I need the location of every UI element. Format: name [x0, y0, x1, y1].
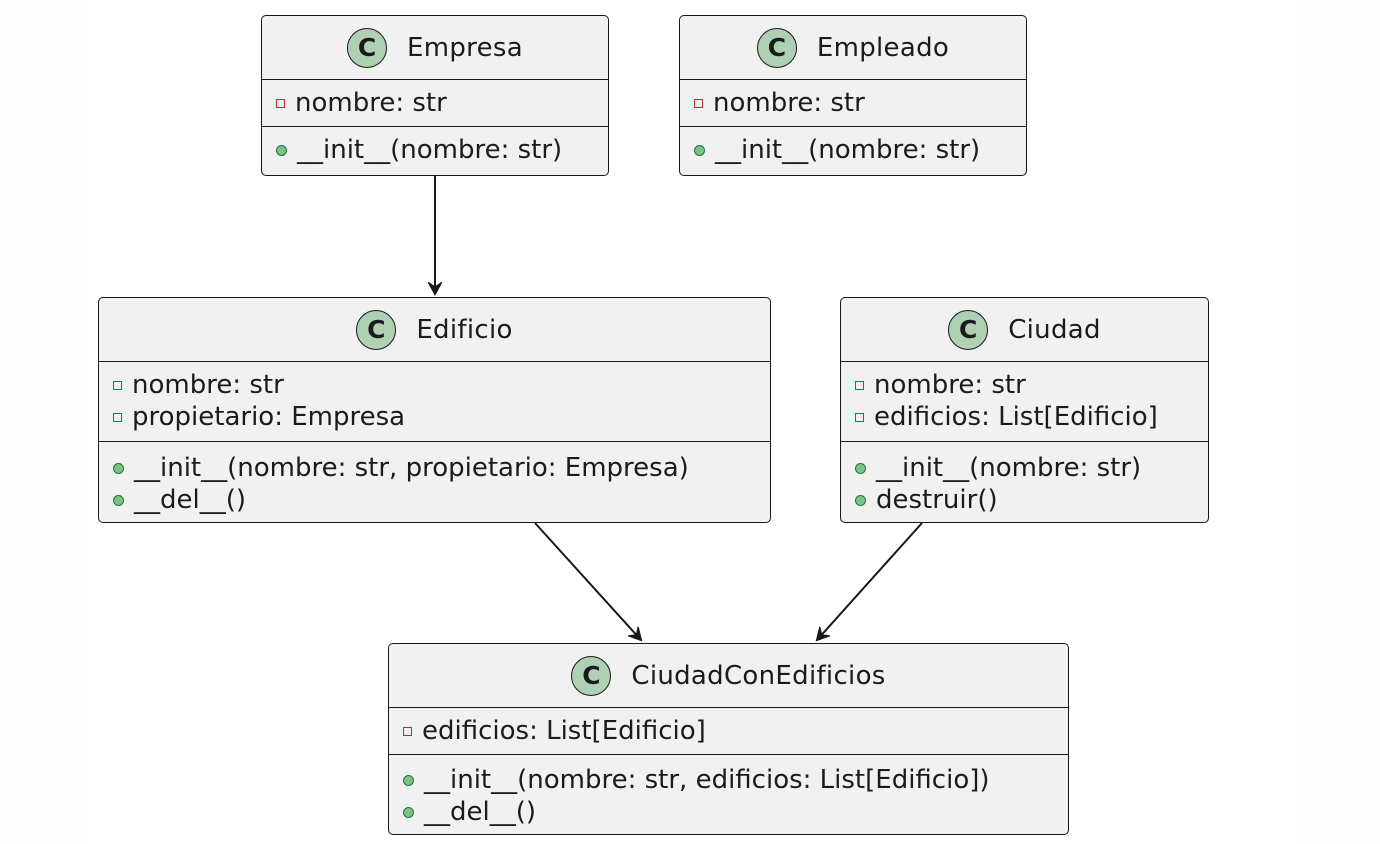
attribute-text: nombre: str — [713, 88, 865, 118]
public-visibility-icon — [694, 144, 705, 156]
public-visibility-icon — [113, 494, 124, 506]
private-visibility-icon — [855, 380, 864, 390]
attributes-section: nombre: str — [262, 80, 608, 127]
attribute-text: propietario: Empresa — [132, 402, 406, 432]
class-stereotype-icon: C — [356, 309, 397, 350]
method-text: destruir() — [876, 485, 998, 515]
attribute-text: nombre: str — [132, 370, 284, 400]
class-name: Empresa — [407, 32, 523, 63]
public-visibility-icon — [403, 806, 414, 818]
class-header: C CiudadConEdificios — [389, 644, 1068, 708]
method-row: __init__(nombre: str) — [855, 452, 1208, 484]
class-stereotype-icon: C — [756, 27, 797, 68]
methods-section: __init__(nombre: str) — [680, 127, 1026, 166]
class-stereotype-icon: C — [948, 309, 989, 350]
class-ciudad: C Ciudad nombre: str edificios: List[Edi… — [840, 297, 1209, 523]
public-visibility-icon — [855, 494, 866, 506]
method-row: destruir() — [855, 484, 1208, 516]
class-header: C Edificio — [99, 298, 770, 362]
attribute-row: edificios: List[Edificio] — [403, 715, 1068, 747]
public-visibility-icon — [113, 462, 124, 474]
private-visibility-icon — [403, 726, 412, 736]
method-text: __init__(nombre: str) — [297, 135, 563, 165]
class-stereotype-icon: C — [347, 27, 388, 68]
method-text: __init__(nombre: str, propietario: Empre… — [134, 453, 689, 483]
method-text: __del__() — [134, 485, 247, 515]
public-visibility-icon — [403, 774, 414, 786]
private-visibility-icon — [694, 98, 703, 108]
private-visibility-icon — [113, 380, 122, 390]
class-empleado: C Empleado nombre: str __init__(nombre: … — [679, 15, 1027, 176]
attribute-row: propietario: Empresa — [113, 401, 770, 433]
methods-section: __init__(nombre: str, propietario: Empre… — [99, 442, 770, 516]
method-row: __init__(nombre: str) — [694, 134, 1026, 166]
attribute-text: nombre: str — [874, 370, 1026, 400]
class-edificio: C Edificio nombre: str propietario: Empr… — [98, 297, 771, 523]
attribute-row: nombre: str — [694, 87, 1026, 119]
method-text: __init__(nombre: str, edificios: List[Ed… — [424, 765, 990, 795]
class-name: Edificio — [416, 314, 513, 345]
class-ciudadconedificios: C CiudadConEdificios edificios: List[Edi… — [388, 643, 1069, 835]
method-row: __del__() — [403, 796, 1068, 828]
public-visibility-icon — [276, 144, 287, 156]
method-row: __init__(nombre: str, edificios: List[Ed… — [403, 764, 1068, 796]
class-header: C Empleado — [680, 16, 1026, 80]
class-name: CiudadConEdificios — [631, 660, 886, 691]
class-name: Ciudad — [1008, 314, 1101, 345]
method-row: __init__(nombre: str, propietario: Empre… — [113, 452, 770, 484]
class-stereotype-icon: C — [571, 655, 612, 696]
method-text: __init__(nombre: str) — [876, 453, 1142, 483]
methods-section: __init__(nombre: str, edificios: List[Ed… — [389, 755, 1068, 828]
relation-ciudad-ciudadconedificios — [817, 522, 923, 640]
attributes-section: nombre: str edificios: List[Edificio] — [841, 362, 1208, 442]
attribute-text: edificios: List[Edificio] — [422, 716, 706, 746]
public-visibility-icon — [855, 462, 866, 474]
attribute-text: edificios: List[Edificio] — [874, 402, 1158, 432]
methods-section: __init__(nombre: str) — [262, 127, 608, 166]
method-row: __init__(nombre: str) — [276, 134, 608, 166]
method-text: __init__(nombre: str) — [715, 135, 981, 165]
attribute-row: nombre: str — [855, 369, 1208, 401]
class-name: Empleado — [816, 32, 950, 63]
attribute-row: nombre: str — [276, 87, 608, 119]
private-visibility-icon — [855, 412, 864, 422]
method-row: __del__() — [113, 484, 770, 516]
attribute-row: nombre: str — [113, 369, 770, 401]
attribute-row: edificios: List[Edificio] — [855, 401, 1208, 433]
attribute-text: nombre: str — [295, 88, 447, 118]
methods-section: __init__(nombre: str) destruir() — [841, 442, 1208, 516]
attributes-section: edificios: List[Edificio] — [389, 708, 1068, 755]
relation-edificio-ciudadconedificios — [534, 522, 641, 640]
private-visibility-icon — [276, 98, 285, 108]
class-empresa: C Empresa nombre: str __init__(nombre: s… — [261, 15, 609, 176]
private-visibility-icon — [113, 412, 122, 422]
attributes-section: nombre: str — [680, 80, 1026, 127]
method-text: __del__() — [424, 797, 537, 827]
attributes-section: nombre: str propietario: Empresa — [99, 362, 770, 442]
class-header: C Ciudad — [841, 298, 1208, 362]
class-header: C Empresa — [262, 16, 608, 80]
